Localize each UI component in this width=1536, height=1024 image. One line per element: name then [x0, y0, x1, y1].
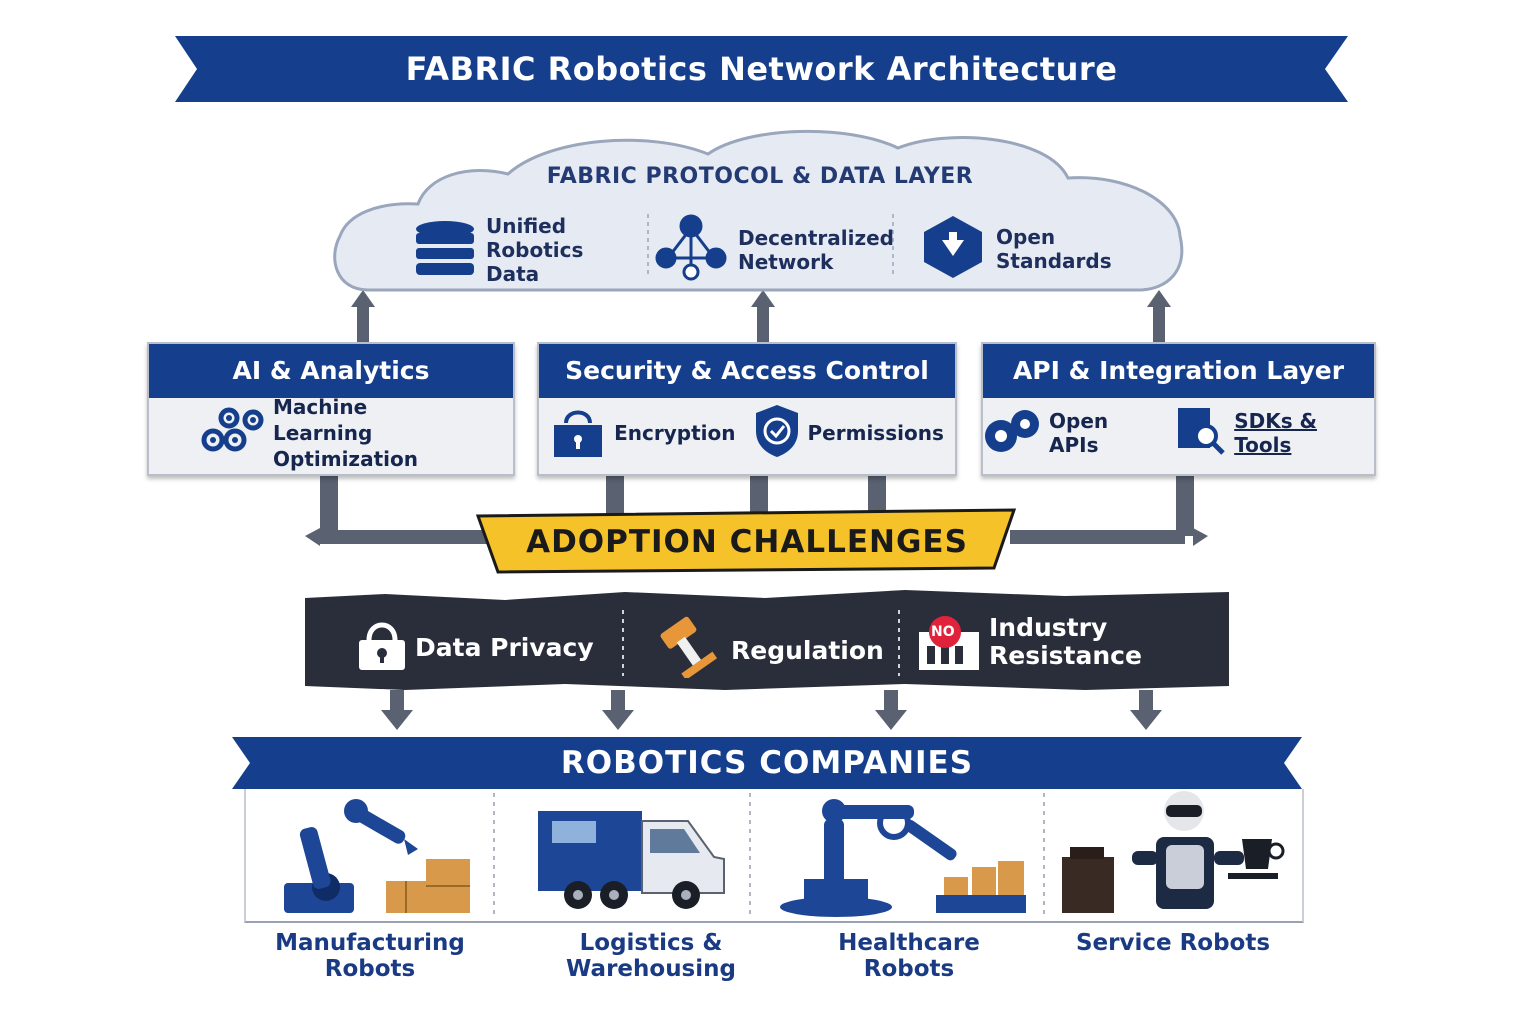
layer-security: Security & Access Control Encryption Per…	[537, 342, 957, 476]
company-label-logistics: Logistics & Warehousing	[566, 930, 736, 982]
company-label-healthcare: Healthcare Robots	[838, 930, 980, 982]
protocol-cloud: FABRIC PROTOCOL & DATA LAYER Unified Rob…	[328, 118, 1192, 296]
medical-robot-arm-icon	[776, 795, 1032, 921]
network-nodes-icon	[654, 214, 728, 286]
lock-box-icon	[550, 403, 606, 464]
cloud-item-label: Unified Robotics Data	[486, 214, 584, 286]
layer-item-label: Open APIs	[1049, 409, 1109, 457]
challenge-label: Industry Resistance	[989, 613, 1142, 670]
layer-title: Security & Access Control	[539, 344, 955, 398]
challenge-industry-resistance: NO Industry Resistance	[917, 612, 1142, 672]
companies-title: ROBOTICS COMPANIES	[560, 745, 974, 781]
company-label-manufacturing: Manufacturing Robots	[275, 930, 465, 982]
document-search-icon	[1176, 406, 1226, 461]
shield-check-icon	[754, 403, 800, 464]
padlock-icon	[357, 616, 407, 678]
layer-item-encryption: Encryption	[550, 403, 736, 464]
layer-item-label: Encryption	[614, 421, 736, 445]
cloud-item-open-standards: Open Standards	[920, 214, 1136, 284]
layer-title: API & Integration Layer	[983, 344, 1374, 398]
company-label-service: Service Robots	[1075, 930, 1271, 956]
page-title: FABRIC Robotics Network Architecture	[405, 50, 1118, 88]
cloud-item-decentralized-network: Decentralized Network	[654, 214, 894, 286]
layer-item-sdks: SDKs & Tools	[1176, 406, 1374, 461]
companies-banner: ROBOTICS COMPANIES	[232, 737, 1302, 789]
layer-item-open-apis: Open APIs	[983, 406, 1158, 461]
cloud-item-label: Decentralized Network	[738, 226, 894, 274]
layer-item-label: Permissions	[807, 421, 944, 445]
robot-arm-icon	[276, 797, 476, 921]
adoption-challenges-badge: ADOPTION CHALLENGES	[474, 508, 1020, 574]
gears-icon	[199, 406, 265, 461]
challenge-label: Data Privacy	[415, 632, 594, 662]
api-gears-icon	[983, 406, 1041, 461]
challenges-title: ADOPTION CHALLENGES	[526, 524, 968, 560]
cloud-item-label: Open Standards	[996, 225, 1112, 273]
shield-arrow-icon	[920, 214, 986, 284]
cloud-title: FABRIC PROTOCOL & DATA LAYER	[546, 164, 974, 189]
cloud-item-unified-data: Unified Robotics Data	[414, 214, 626, 286]
layer-ai-analytics: AI & Analytics Machine Learning Optimiza…	[147, 342, 515, 476]
no-badge: NO	[931, 624, 955, 640]
title-banner: FABRIC Robotics Network Architecture	[175, 36, 1348, 102]
companies-panel	[244, 789, 1304, 923]
challenges-bar: Data Privacy Regulation NO Industry Resi…	[305, 590, 1229, 690]
layer-api: API & Integration Layer Open APIs SDKs &…	[981, 342, 1376, 476]
humanoid-robot-icon	[1058, 791, 1288, 921]
delivery-truck-icon	[518, 807, 728, 921]
factory-no-icon: NO	[917, 612, 981, 672]
challenge-regulation: Regulation	[649, 616, 884, 684]
database-icon	[414, 219, 476, 281]
layer-title: AI & Analytics	[149, 344, 513, 398]
layer-item-label: Machine Learning Optimization	[273, 395, 418, 471]
challenge-label: Regulation	[731, 635, 884, 665]
layer-item-label: SDKs & Tools	[1234, 409, 1317, 457]
layer-item-ml: Machine Learning Optimization	[199, 394, 463, 472]
challenge-data-privacy: Data Privacy	[357, 616, 594, 678]
layer-item-permissions: Permissions	[754, 403, 944, 464]
gavel-icon	[649, 616, 723, 684]
